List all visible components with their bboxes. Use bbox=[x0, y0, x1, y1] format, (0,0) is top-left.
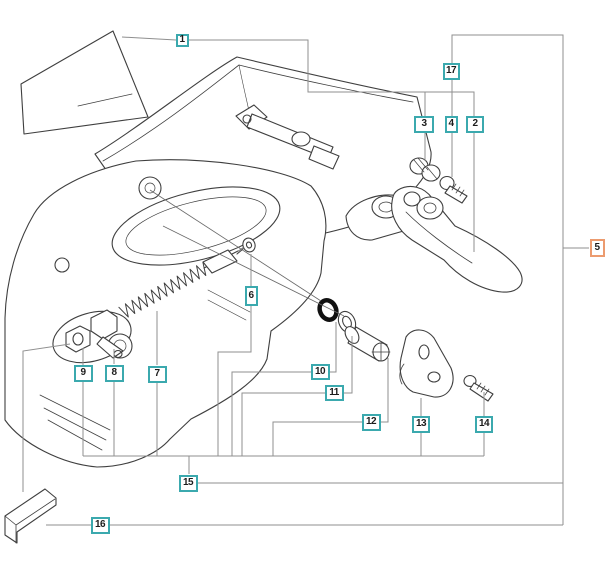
brake-lever-part-shape bbox=[405, 211, 473, 264]
trigger-cover-part-shape bbox=[399, 363, 405, 385]
screw-part-shape bbox=[476, 382, 490, 396]
main-housing-part-shape bbox=[207, 289, 251, 321]
trigger-cover-part bbox=[399, 329, 454, 398]
brake-latch-parts-shape bbox=[242, 114, 252, 124]
main-housing-part bbox=[4, 159, 327, 468]
guard-strip-part-shape bbox=[4, 488, 57, 544]
valve-stem-part bbox=[344, 326, 391, 362]
callout-label-2[interactable]: 2 bbox=[466, 115, 484, 133]
guard-strip-part-shape bbox=[4, 498, 56, 544]
main-housing-part-shape bbox=[111, 186, 281, 266]
brake-latch-parts-shape bbox=[291, 131, 311, 147]
tension-spring-part bbox=[118, 249, 239, 318]
brake-bolt-part-shape bbox=[451, 183, 465, 197]
trigger-cover-part-shape bbox=[427, 371, 441, 383]
trigger-cover-part-shape bbox=[399, 329, 454, 398]
nut-part-shape bbox=[65, 325, 91, 353]
alignment-axis-lines bbox=[149, 189, 345, 317]
gasket-plate-part-shape bbox=[77, 93, 133, 107]
callout-line bbox=[451, 34, 564, 525]
callout-line bbox=[22, 343, 71, 492]
gasket-plate-part bbox=[20, 30, 149, 135]
callout-label-12[interactable]: 12 bbox=[361, 413, 381, 431]
callout-label-17[interactable]: 17 bbox=[442, 62, 460, 80]
main-housing-part-shape bbox=[54, 257, 70, 273]
brake-lever-part bbox=[391, 186, 523, 293]
callout-label-9[interactable]: 9 bbox=[73, 364, 93, 382]
main-housing-part-shape bbox=[39, 394, 111, 451]
axis-line bbox=[236, 246, 245, 253]
brake-latch-parts bbox=[235, 104, 340, 170]
brake-lever-part-shape bbox=[416, 196, 444, 220]
callout-label-6[interactable]: 6 bbox=[244, 286, 258, 306]
bushing-part-shape bbox=[96, 336, 124, 359]
callout-line bbox=[381, 358, 389, 423]
brake-bolt-part bbox=[439, 175, 468, 204]
callout-line bbox=[330, 322, 337, 373]
callout-label-10[interactable]: 10 bbox=[310, 364, 330, 380]
callout-label-11[interactable]: 11 bbox=[324, 385, 344, 401]
callout-label-16[interactable]: 16 bbox=[90, 516, 110, 534]
callout-label-1[interactable]: 1 bbox=[175, 33, 189, 47]
main-housing-part-shape bbox=[144, 182, 156, 194]
nut-part bbox=[65, 325, 91, 353]
callout-label-7[interactable]: 7 bbox=[147, 365, 167, 383]
valve-stem-part-shape bbox=[371, 342, 391, 362]
axis-line bbox=[149, 189, 322, 302]
callout-line bbox=[272, 421, 362, 456]
screw-part bbox=[463, 374, 494, 402]
callout-label-14[interactable]: 14 bbox=[475, 415, 493, 433]
callout-label-15[interactable]: 15 bbox=[178, 474, 198, 492]
adjuster-collar-part bbox=[409, 157, 441, 182]
brake-lever-part-shape bbox=[423, 202, 437, 214]
brake-bolt-part-shape bbox=[444, 185, 468, 204]
callout-line bbox=[241, 392, 325, 456]
callout-label-3[interactable]: 3 bbox=[414, 115, 434, 133]
nut-part-shape bbox=[72, 332, 84, 346]
callout-line bbox=[344, 336, 353, 394]
gasket-plate-part-shape bbox=[20, 30, 149, 135]
callout-line bbox=[121, 36, 177, 41]
callout-label-5[interactable]: 5 bbox=[589, 239, 605, 257]
callout-line bbox=[231, 371, 311, 456]
washer-retainer-part-shape bbox=[245, 241, 253, 249]
valve-stem-part-shape bbox=[344, 326, 360, 344]
trigger-cover-part-shape bbox=[418, 344, 430, 360]
callout-label-4[interactable]: 4 bbox=[444, 115, 458, 133]
callout-line bbox=[217, 306, 252, 456]
guard-strip-part bbox=[4, 488, 57, 544]
callout-line bbox=[189, 39, 475, 116]
parts-diagram-canvas-shape bbox=[4, 30, 523, 544]
o-ring-part bbox=[317, 298, 339, 322]
main-housing-part-shape bbox=[125, 196, 267, 256]
brake-latch-parts-shape bbox=[308, 145, 340, 170]
bushing-part-shape bbox=[90, 309, 118, 340]
adjuster-collar-part-shape bbox=[413, 157, 438, 180]
brake-lever-part-shape bbox=[403, 191, 421, 207]
screw-part-shape bbox=[469, 382, 494, 402]
callout-label-13[interactable]: 13 bbox=[412, 415, 430, 433]
callout-label-8[interactable]: 8 bbox=[104, 364, 124, 382]
axis-line bbox=[162, 225, 345, 317]
bushing-part bbox=[90, 309, 124, 359]
tension-spring-part-shape bbox=[118, 261, 207, 318]
callout-lines bbox=[22, 34, 589, 526]
